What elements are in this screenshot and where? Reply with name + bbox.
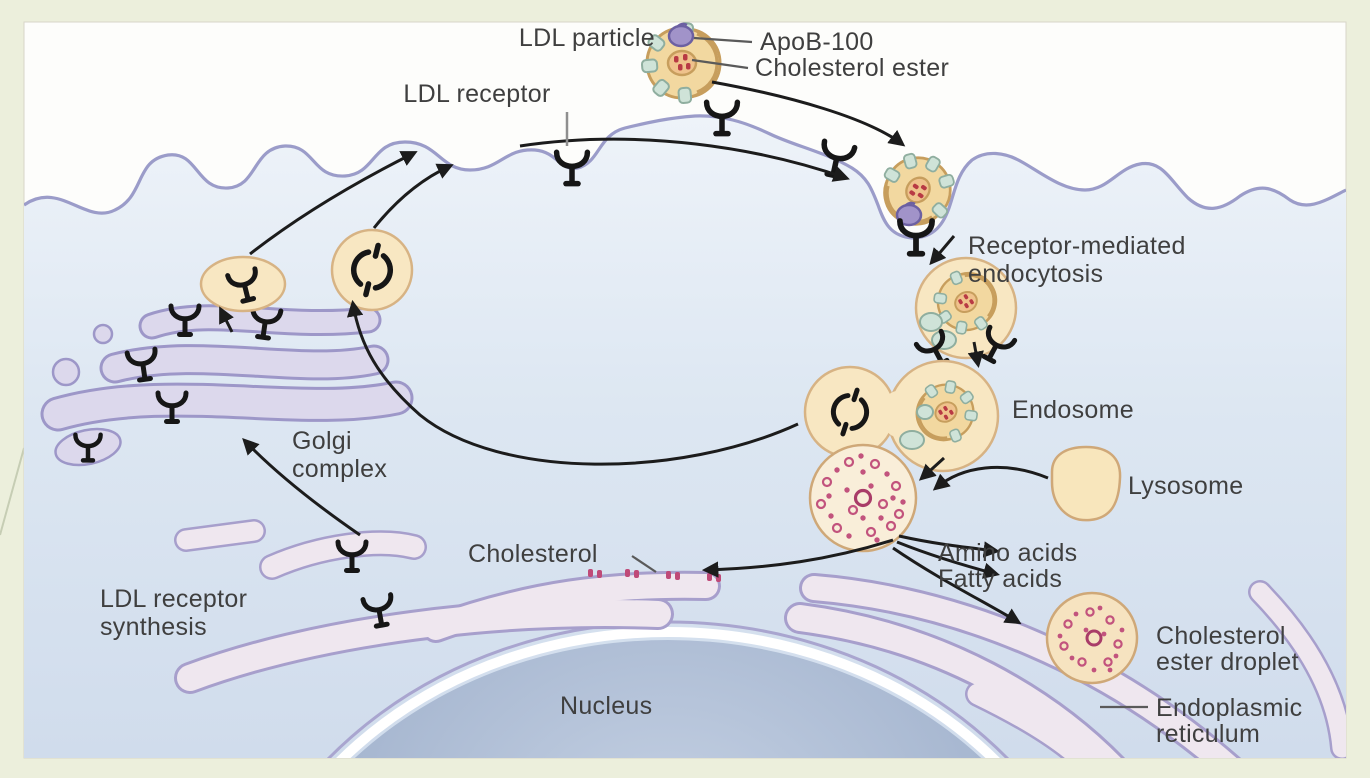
label-ldl-particle: LDL particle bbox=[519, 24, 655, 52]
label-endocytosis: endocytosis bbox=[968, 260, 1103, 288]
label-golgi-complex: complex bbox=[292, 455, 387, 483]
plasma-membrane bbox=[24, 114, 1346, 240]
label-nucleus: Nucleus bbox=[560, 692, 652, 720]
arrow-to-cholesterol bbox=[701, 538, 894, 578]
frame-deco-line bbox=[0, 447, 25, 536]
label-amino-acids: Amino acids bbox=[938, 539, 1077, 567]
label-reticulum: reticulum bbox=[1156, 720, 1260, 748]
cholesterol-leader-line bbox=[631, 555, 657, 573]
arrow-to-endosome bbox=[967, 341, 984, 369]
pathway-arrows bbox=[219, 80, 1049, 625]
cholesterol-ester-droplet bbox=[1045, 591, 1139, 685]
label-ldl-receptor: LDL receptor bbox=[403, 80, 550, 108]
label-endoplasmic: Endoplasmic bbox=[1156, 694, 1302, 722]
digesting-vesicle bbox=[808, 443, 918, 553]
label-lysosome: Lysosome bbox=[1128, 472, 1243, 500]
arrow-to-amino-acids bbox=[898, 534, 1001, 558]
lysosome bbox=[1050, 445, 1122, 522]
arrow-recycle-to-membrane bbox=[372, 163, 454, 229]
arrow-er-to-golgi bbox=[242, 438, 361, 537]
endoplasmic-reticulum bbox=[174, 519, 1346, 758]
arrow-ldl-binding bbox=[711, 80, 906, 147]
label-golgi: Golgi bbox=[292, 427, 352, 455]
label-cholesterol-ester: Cholesterol ester bbox=[755, 54, 949, 82]
endosome bbox=[803, 359, 1000, 473]
label-cholesterol: Cholesterol bbox=[468, 540, 598, 568]
arrow-endocytosis bbox=[929, 235, 956, 266]
cholesterol-ester-leader-line bbox=[691, 58, 749, 70]
arrow-to-fatty-acids bbox=[896, 540, 1000, 579]
label-ldl-receptor-synthesis-1: LDL receptor bbox=[100, 585, 247, 613]
recycling-vesicle bbox=[330, 228, 414, 312]
arrow-to-droplet bbox=[892, 546, 1022, 625]
arrow-vesicle-to-membrane bbox=[249, 151, 418, 256]
label-receptor-mediated: Receptor-mediated bbox=[968, 232, 1186, 260]
label-fatty-acids: Fatty acids bbox=[938, 565, 1062, 593]
apob-leader-line bbox=[693, 36, 753, 44]
label-cholesterol-droplet-2: ester droplet bbox=[1156, 648, 1299, 676]
arrow-golgi-budding bbox=[219, 306, 234, 333]
arrow-to-lysosome-fusion bbox=[918, 456, 946, 481]
arrow-receptor-recycling bbox=[346, 299, 799, 466]
label-endosome: Endosome bbox=[1012, 396, 1134, 424]
arrow-lysosome-fuses bbox=[932, 465, 1049, 491]
label-cholesterol-droplet-1: Cholesterol bbox=[1156, 622, 1286, 650]
label-apob100: ApoB-100 bbox=[760, 28, 874, 56]
label-ldl-receptor-synthesis-2: synthesis bbox=[100, 613, 207, 641]
